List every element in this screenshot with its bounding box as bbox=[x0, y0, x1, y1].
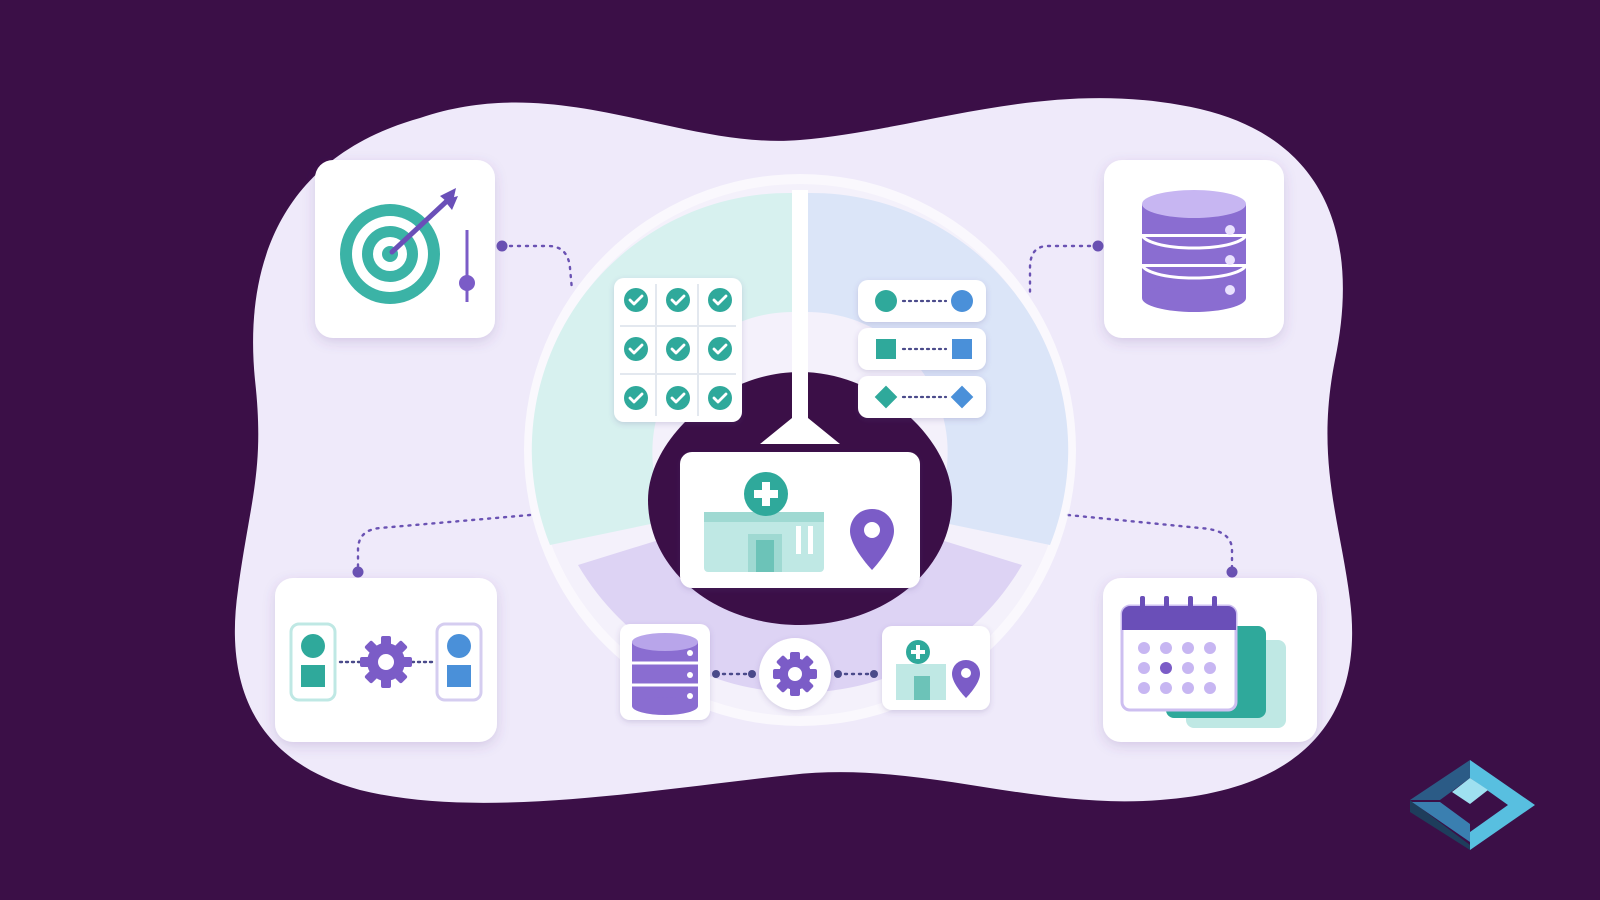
person-icon bbox=[435, 622, 483, 702]
schedule-card bbox=[1103, 578, 1317, 742]
small-location-pin-icon bbox=[952, 660, 980, 698]
facility-card bbox=[680, 452, 920, 588]
small-hospital-icon bbox=[896, 640, 946, 700]
field-mapping-card bbox=[858, 280, 986, 418]
connector-goal bbox=[500, 244, 574, 292]
connector-schedule bbox=[1066, 513, 1234, 572]
connector-workflow bbox=[356, 513, 532, 572]
database-icon bbox=[1140, 190, 1248, 312]
connector-lines bbox=[356, 244, 1234, 572]
target-icon bbox=[340, 188, 458, 304]
connector-database bbox=[1028, 244, 1100, 294]
calendar-icon bbox=[1120, 596, 1238, 712]
slider-icon bbox=[459, 230, 475, 302]
person-icon bbox=[289, 622, 337, 702]
workflow-card bbox=[275, 578, 497, 742]
gear-icon bbox=[360, 636, 412, 688]
integration-row bbox=[620, 624, 990, 720]
checklist-card bbox=[614, 278, 742, 422]
connector-dot bbox=[1226, 566, 1238, 578]
gear-icon bbox=[773, 652, 817, 696]
small-database-icon bbox=[632, 633, 698, 715]
database-card bbox=[1104, 160, 1284, 338]
connector-dot bbox=[1092, 240, 1104, 252]
connector-dot bbox=[352, 566, 364, 578]
center-stem bbox=[760, 190, 840, 444]
goal-card bbox=[315, 160, 495, 338]
brand-logo-icon bbox=[1410, 760, 1535, 850]
connector-dot bbox=[496, 240, 508, 252]
location-pin-icon bbox=[850, 509, 894, 570]
